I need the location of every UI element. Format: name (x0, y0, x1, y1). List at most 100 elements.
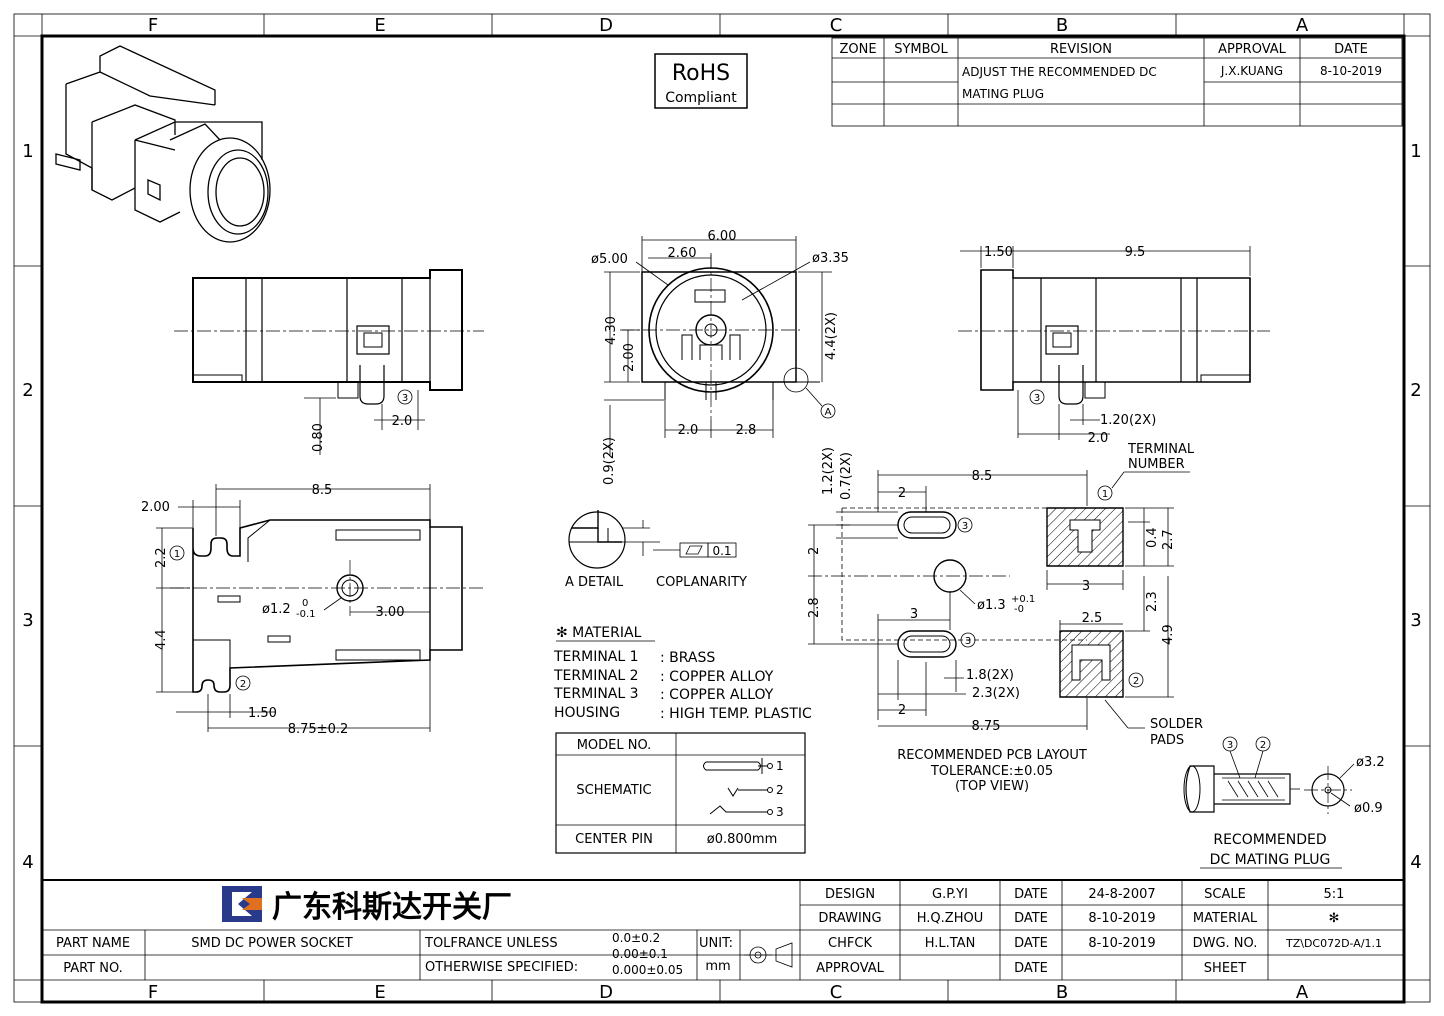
material-label: MATERIAL (1193, 911, 1258, 926)
dim-right-2-0: 2.0 (1088, 431, 1109, 446)
dim-right-1-20-2x: 1.20(2X) (1100, 413, 1156, 428)
model-table: MODEL NO. SCHEMATIC CENTER PIN ø0.800mm … (555, 732, 806, 854)
plug-caption-line1: RECOMMENDED (1213, 832, 1326, 848)
material-part-2: TERMINAL 2 (553, 668, 639, 684)
check-date: 8-10-2019 (1088, 936, 1155, 951)
rev-header-zone: ZONE (839, 42, 876, 57)
material-value-2: : COPPER ALLOY (660, 669, 774, 685)
dwg-no-value: TZ\DC072D-A/1.1 (1285, 937, 1382, 950)
schematic-label: SCHEMATIC (576, 783, 651, 798)
terminal-number-line2: NUMBER (1128, 457, 1185, 472)
pcb-caption-line2: TOLERANCE:±0.05 (930, 764, 1053, 779)
zone-row-1-left: 1 (22, 141, 33, 162)
rev-date: 8-10-2019 (1320, 64, 1382, 78)
dim-bottom-2-2: 2.2 (154, 547, 169, 568)
pcb-hole-upper: +0.1 (1011, 594, 1035, 605)
pcb-caption-line1: RECOMMENDED PCB LAYOUT (897, 748, 1087, 763)
part-name-value: SMD DC POWER SOCKET (191, 936, 352, 951)
model-no-label: MODEL NO. (577, 738, 652, 753)
pcb-dim-2-3: 2.3 (1145, 591, 1160, 612)
dim-front-d3-35: ø3.35 (812, 251, 849, 266)
title-block: 广东科斯达开关厂 DESIGN G.P.YI DATE 24-8-2007 SC… (42, 879, 1404, 980)
dim-bottom-8-5: 8.5 (312, 483, 333, 498)
sheet-border (13, 13, 1431, 1004)
a-detail: 0.1 A DETAIL COPLANARITY (565, 510, 747, 590)
sheet-label: SHEET (1204, 961, 1246, 976)
zone-col-b-bottom: B (1056, 982, 1068, 1003)
front-view: A 6.00 2.60 ø5.00 ø3.35 4.30 2.00 0.9(2X… (591, 229, 849, 485)
design-name: G.P.YI (932, 887, 968, 902)
material-value-1: : BRASS (660, 650, 715, 666)
schematic-pin-1: 1 (776, 759, 784, 773)
projection-symbol-icon (744, 942, 793, 968)
dim-front-2-00: 2.00 (622, 343, 637, 372)
isometric-view (55, 45, 271, 243)
terminal-number-line1: TERMINAL (1127, 442, 1195, 457)
dim-bottom-3-00: 3.00 (376, 605, 405, 620)
pcb-dim-2-left: 2 (807, 547, 822, 555)
approval-label: APPROVAL (816, 961, 885, 976)
pcb-dim-8-5: 8.5 (972, 469, 993, 484)
left-side-view: 2.0 0.80 3 (174, 269, 484, 455)
material-value-3: : COPPER ALLOY (660, 687, 774, 703)
pcb-dim-2-top: 2 (898, 486, 906, 501)
rev-header-approval: APPROVAL (1218, 42, 1287, 57)
dim-front-6-00: 6.00 (708, 229, 737, 244)
pcb-dim-1-8-2x: 1.8(2X) (966, 668, 1014, 683)
pcb-dim-3-pad: 3 (1082, 579, 1090, 594)
dim-bottom-2-00: 2.00 (141, 500, 170, 515)
pcb-callout-2: 2 (1133, 676, 1139, 687)
company-logo (222, 886, 262, 922)
design-date: 24-8-2007 (1088, 887, 1155, 902)
zone-row-4-left: 4 (22, 852, 33, 873)
pcb-dim-2-bottom: 2 (898, 703, 906, 718)
zone-col-f-bottom: F (148, 982, 158, 1003)
part-no-label: PART NO. (63, 961, 123, 976)
pcb-dim-0-4: 0.4 (1145, 527, 1160, 548)
drawing-label: DRAWING (818, 911, 881, 926)
dim-front-0-9-2x: 0.9(2X) (602, 437, 617, 485)
coplanarity-tolerance: 0.1 (712, 544, 731, 558)
dim-front-2-60: 2.60 (668, 246, 697, 261)
rohs-subtitle: Compliant (665, 90, 737, 106)
tolerance-value-1: 0.0±0.2 (612, 931, 660, 945)
callout-bottom-1: 1 (174, 549, 180, 560)
zone-row-3-left: 3 (22, 610, 33, 631)
zone-row-4-right: 4 (1410, 852, 1421, 873)
pcb-dim-0-7-2x: 0.7(2X) (839, 452, 854, 500)
drawing-date: 8-10-2019 (1088, 911, 1155, 926)
zone-col-f-top: F (148, 15, 158, 36)
dwg-no-label: DWG. NO. (1193, 936, 1258, 951)
pcb-dim-3-mid: 3 (910, 607, 918, 622)
zone-col-a-top: A (1296, 15, 1309, 36)
dim-left-2-0: 2.0 (392, 414, 413, 429)
dc-mating-plug: 3 2 ø3.2 ø0.9 RECOMMENDED DC MATING PLUG (1183, 736, 1385, 869)
rev-header-date: DATE (1334, 42, 1368, 57)
center-pin-label: CENTER PIN (575, 832, 653, 847)
dim-front-2-0: 2.0 (678, 423, 699, 438)
rohs-badge: RoHS Compliant (654, 53, 748, 109)
scale-value: 5:1 (1324, 887, 1345, 902)
design-label: DESIGN (825, 887, 875, 902)
zone-row-2-right: 2 (1410, 380, 1421, 401)
schematic-pin-3: 3 (776, 805, 784, 819)
rev-header-symbol: SYMBOL (894, 42, 948, 57)
pcb-dim-4-9: 4.9 (1161, 624, 1176, 645)
tolerance-line1: TOLFRANCE UNLESS (424, 936, 558, 951)
zone-col-c-bottom: C (830, 982, 843, 1003)
revision-table: ZONE SYMBOL REVISION APPROVAL DATE ADJUS… (831, 37, 1403, 127)
dim-bottom-8-75: 8.75±0.2 (288, 722, 349, 737)
pcb-callout-3-top: 3 (962, 521, 968, 532)
dim-bottom-hole-upper: 0 (302, 598, 308, 609)
dim-left-0-80: 0.80 (311, 423, 326, 452)
pcb-dim-2-7: 2.7 (1161, 529, 1176, 550)
zone-col-e-top: E (374, 15, 385, 36)
plug-dim-d3-2: ø3.2 (1356, 755, 1385, 770)
pcb-layout: 8.5 2 1.2(2X) 0.7(2X) 2 2.8 3 3 2.5 0.4 (807, 442, 1203, 748)
pcb-hole-lower: -0 (1014, 604, 1024, 615)
zone-row-2-left: 2 (22, 380, 33, 401)
pcb-caption-line3: (TOP VIEW) (955, 779, 1029, 794)
dim-bottom-hole: ø1.2 (262, 602, 291, 617)
plug-dim-d0-9: ø0.9 (1354, 801, 1383, 816)
unit-label: UNIT: (699, 936, 733, 951)
